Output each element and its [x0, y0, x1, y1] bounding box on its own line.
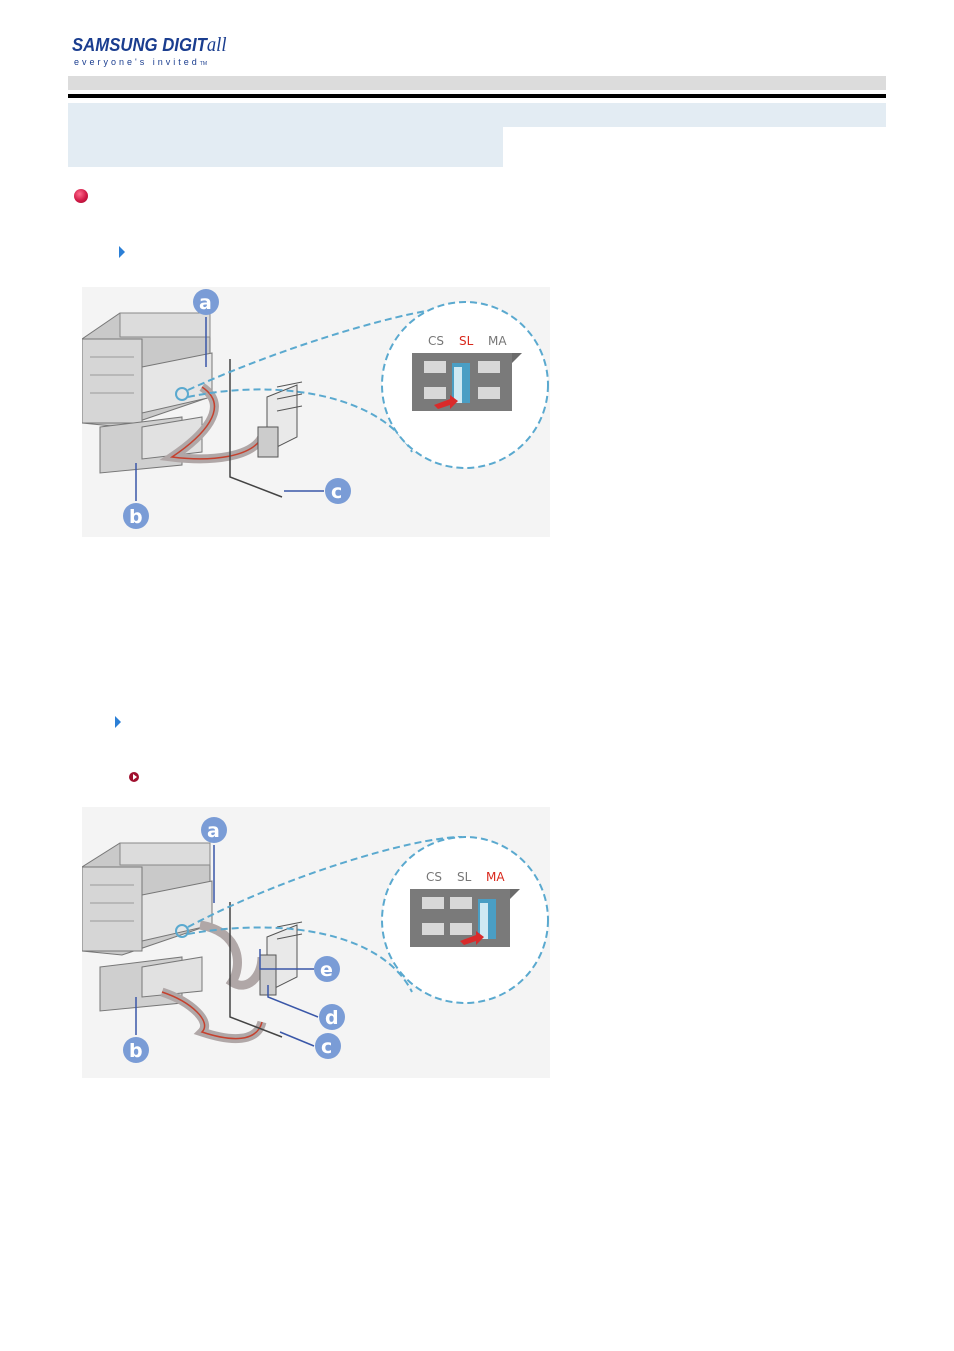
jumper-label-ma: MA — [486, 870, 505, 884]
title-band-left — [68, 127, 503, 167]
figure-slave-jumper: CS SL MA a b c — [82, 287, 550, 537]
figure-master-jumper: CS SL MA a e d c b — [82, 807, 550, 1078]
callout-b: b — [129, 1040, 143, 1062]
logo-tagline: everyone's invitedTM — [74, 57, 207, 67]
header-black-rule — [68, 94, 886, 98]
callout-d: d — [325, 1007, 339, 1029]
section-bullet-icon — [74, 189, 88, 203]
jumper-block — [410, 889, 520, 947]
title-band-notch — [503, 127, 886, 167]
header-gray-bar — [68, 76, 886, 90]
jumper-label-sl: SL — [459, 334, 474, 348]
arrow-bullet-icon — [119, 246, 125, 258]
logo-brand: SAMSUNG DIGITall — [72, 34, 227, 57]
jumper-label-sl: SL — [457, 870, 472, 884]
callout-c: c — [321, 1036, 332, 1058]
jumper-block — [412, 353, 522, 411]
callout-e: e — [320, 959, 333, 981]
title-band — [68, 103, 886, 127]
jumper-label-ma: MA — [488, 334, 507, 348]
drive-illustration — [82, 312, 303, 498]
logo-tagline-text: everyone's invited — [74, 57, 200, 67]
logo-brand-suffix: all — [206, 34, 227, 56]
drive-illustration — [82, 842, 303, 1044]
logo-brand-main: SAMSUNG DIGIT — [72, 35, 207, 55]
note-bullet-icon — [129, 772, 139, 782]
callout-a: a — [199, 292, 212, 314]
jumper-label-cs: CS — [426, 870, 442, 884]
arrow-bullet-icon — [115, 716, 121, 728]
callout-c: c — [331, 481, 342, 503]
callout-a: a — [207, 820, 220, 842]
callout-b: b — [129, 506, 143, 528]
samsung-logo: SAMSUNG DIGITall everyone's invitedTM — [68, 32, 227, 74]
jumper-label-cs: CS — [428, 334, 444, 348]
logo-tm: TM — [199, 61, 207, 67]
